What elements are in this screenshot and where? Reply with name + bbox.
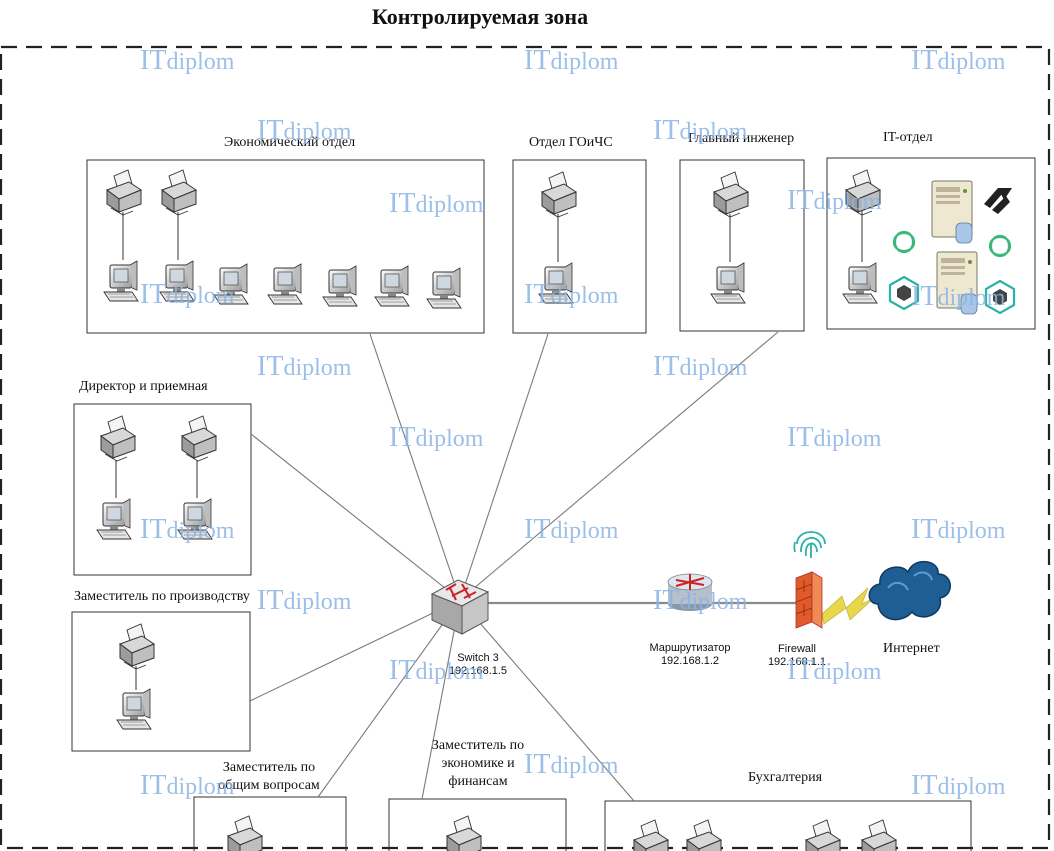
gochs-box (512, 159, 647, 334)
it-box (826, 157, 1036, 330)
printer-icon (181, 415, 217, 462)
router-icon (667, 573, 713, 611)
controlled-zone-border (0, 45, 1051, 850)
deputy-econ-box (388, 798, 567, 851)
printer-icon (446, 815, 482, 851)
firewall-name: Firewall (778, 643, 816, 655)
deputy-general-label: Заместитель по общим вопросам (218, 760, 320, 793)
firewall-icon (795, 571, 823, 629)
shield-icon (888, 275, 920, 311)
computer-icon (710, 262, 746, 304)
switch-name: Switch 3 (457, 652, 499, 664)
printer-icon (713, 171, 749, 218)
computer-icon (96, 498, 132, 540)
gochs-dept-label: Отдел ГОиЧС (529, 135, 613, 150)
deputy-production-label: Заместитель по производству (74, 589, 250, 604)
accounting-box (604, 800, 972, 851)
page-title: Контролируемая зона (371, 4, 589, 29)
pinwheel-icon (982, 184, 1014, 218)
printer-icon (119, 623, 155, 670)
deputy-general-box (193, 796, 347, 851)
director-box (73, 403, 252, 576)
switch-ip: 192.168.1.5 (448, 665, 508, 677)
lightning-icon (821, 587, 875, 625)
computer-icon (177, 498, 213, 540)
firewall-ip: 192.168.1.1 (767, 656, 827, 668)
printer-icon (541, 171, 577, 218)
printer-icon (227, 815, 263, 851)
computer-icon (103, 260, 139, 302)
switch-icon (430, 579, 490, 635)
computer-icon (213, 263, 249, 305)
fingerprint-icon (793, 531, 826, 558)
internet-cloud-icon (868, 561, 951, 621)
econ-dept-label: Экономический отдел (224, 135, 356, 150)
firewall-label: Firewall 192.168.1.1 (762, 643, 832, 669)
router-label: Маршрутизатор 192.168.1.2 (638, 642, 742, 668)
computer-icon (842, 262, 878, 304)
internet-label: Интернет (883, 641, 940, 656)
computer-icon (538, 262, 574, 304)
deputy-econ-label: Заместитель по экономике и финансам (431, 738, 525, 789)
accounting-label: Бухгалтерия (748, 770, 823, 785)
knot-icon (892, 230, 916, 254)
server-icon (931, 180, 973, 244)
econ-box (86, 159, 485, 334)
printer-icon (100, 415, 136, 462)
printer-icon (161, 169, 197, 216)
local-links (115, 210, 863, 690)
switch-links (249, 331, 779, 802)
computer-icon (267, 263, 303, 305)
computer-icon (426, 267, 462, 309)
director-label: Директор и приемная (79, 379, 208, 394)
printer-icon (845, 169, 881, 216)
chief-box (679, 159, 805, 332)
knot-icon (988, 234, 1012, 258)
printer-icon (861, 819, 897, 851)
switch-label: Switch 3 192.168.1.5 (428, 652, 528, 678)
computer-icon (116, 688, 152, 730)
shield-icon (984, 279, 1016, 315)
deputy-prod-box (71, 611, 251, 752)
chief-engineer-label: Главный инженер (688, 131, 795, 146)
computer-icon (374, 265, 410, 307)
router-name: Маршрутизатор (649, 642, 731, 654)
computer-icon (159, 260, 195, 302)
it-dept-label: IT-отдел (883, 130, 933, 145)
printer-icon (805, 819, 841, 851)
printer-icon (633, 819, 669, 851)
router-ip: 192.168.1.2 (660, 655, 720, 667)
printer-icon (106, 169, 142, 216)
computer-icon (322, 265, 358, 307)
server-icon (936, 251, 978, 315)
printer-icon (686, 819, 722, 851)
